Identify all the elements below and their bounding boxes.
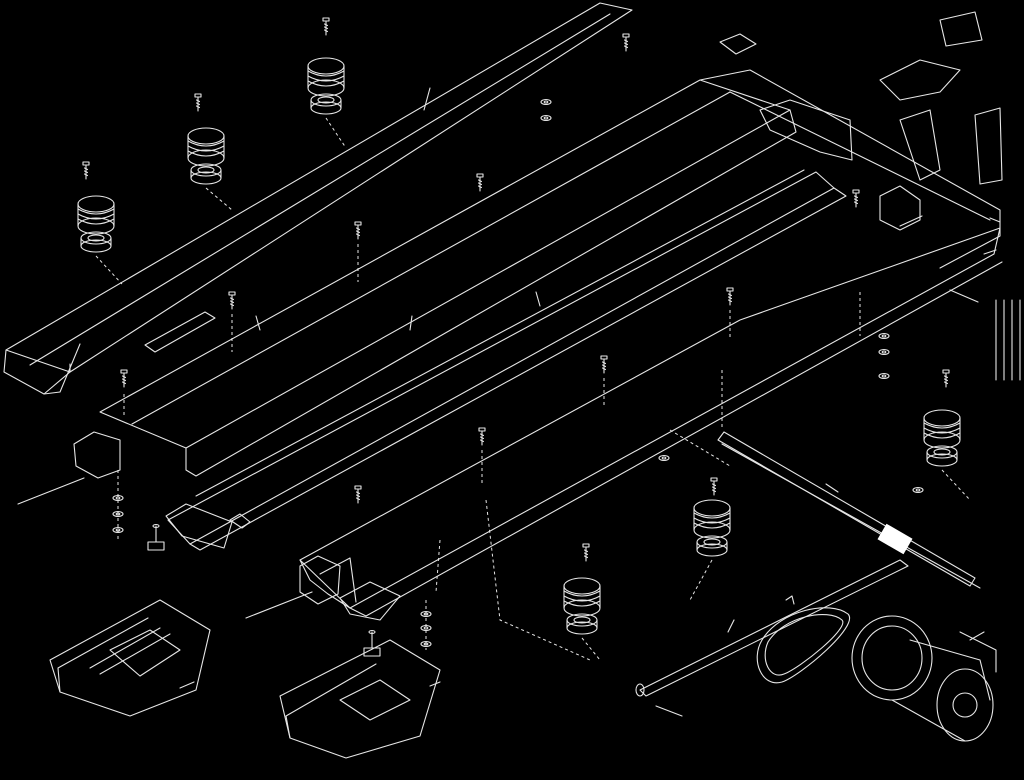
rear-right-endcap: [279, 639, 441, 759]
drive-belt: [756, 607, 851, 684]
long-bolts: [17, 289, 1021, 717]
left-upper-platform: [99, 79, 797, 477]
front-end-blocks: [73, 431, 401, 621]
front-roller-flywheel: [851, 615, 997, 742]
leveling-feet: [147, 523, 381, 657]
right-side-rail: [299, 227, 1003, 617]
dashed-assembly-leaders: [95, 117, 971, 661]
motor-frame: [699, 11, 1003, 269]
label-sticker: [877, 523, 913, 555]
rear-roller: [635, 559, 909, 697]
left-rail-track: [3, 2, 633, 395]
diagram-linework: [3, 2, 1021, 759]
callout-leader-lines: [179, 87, 1001, 689]
screws-and-washers: [82, 17, 950, 648]
right-running-deck: [167, 169, 847, 551]
rear-left-endcap: [49, 599, 211, 717]
crossbar-rail: [717, 431, 981, 589]
